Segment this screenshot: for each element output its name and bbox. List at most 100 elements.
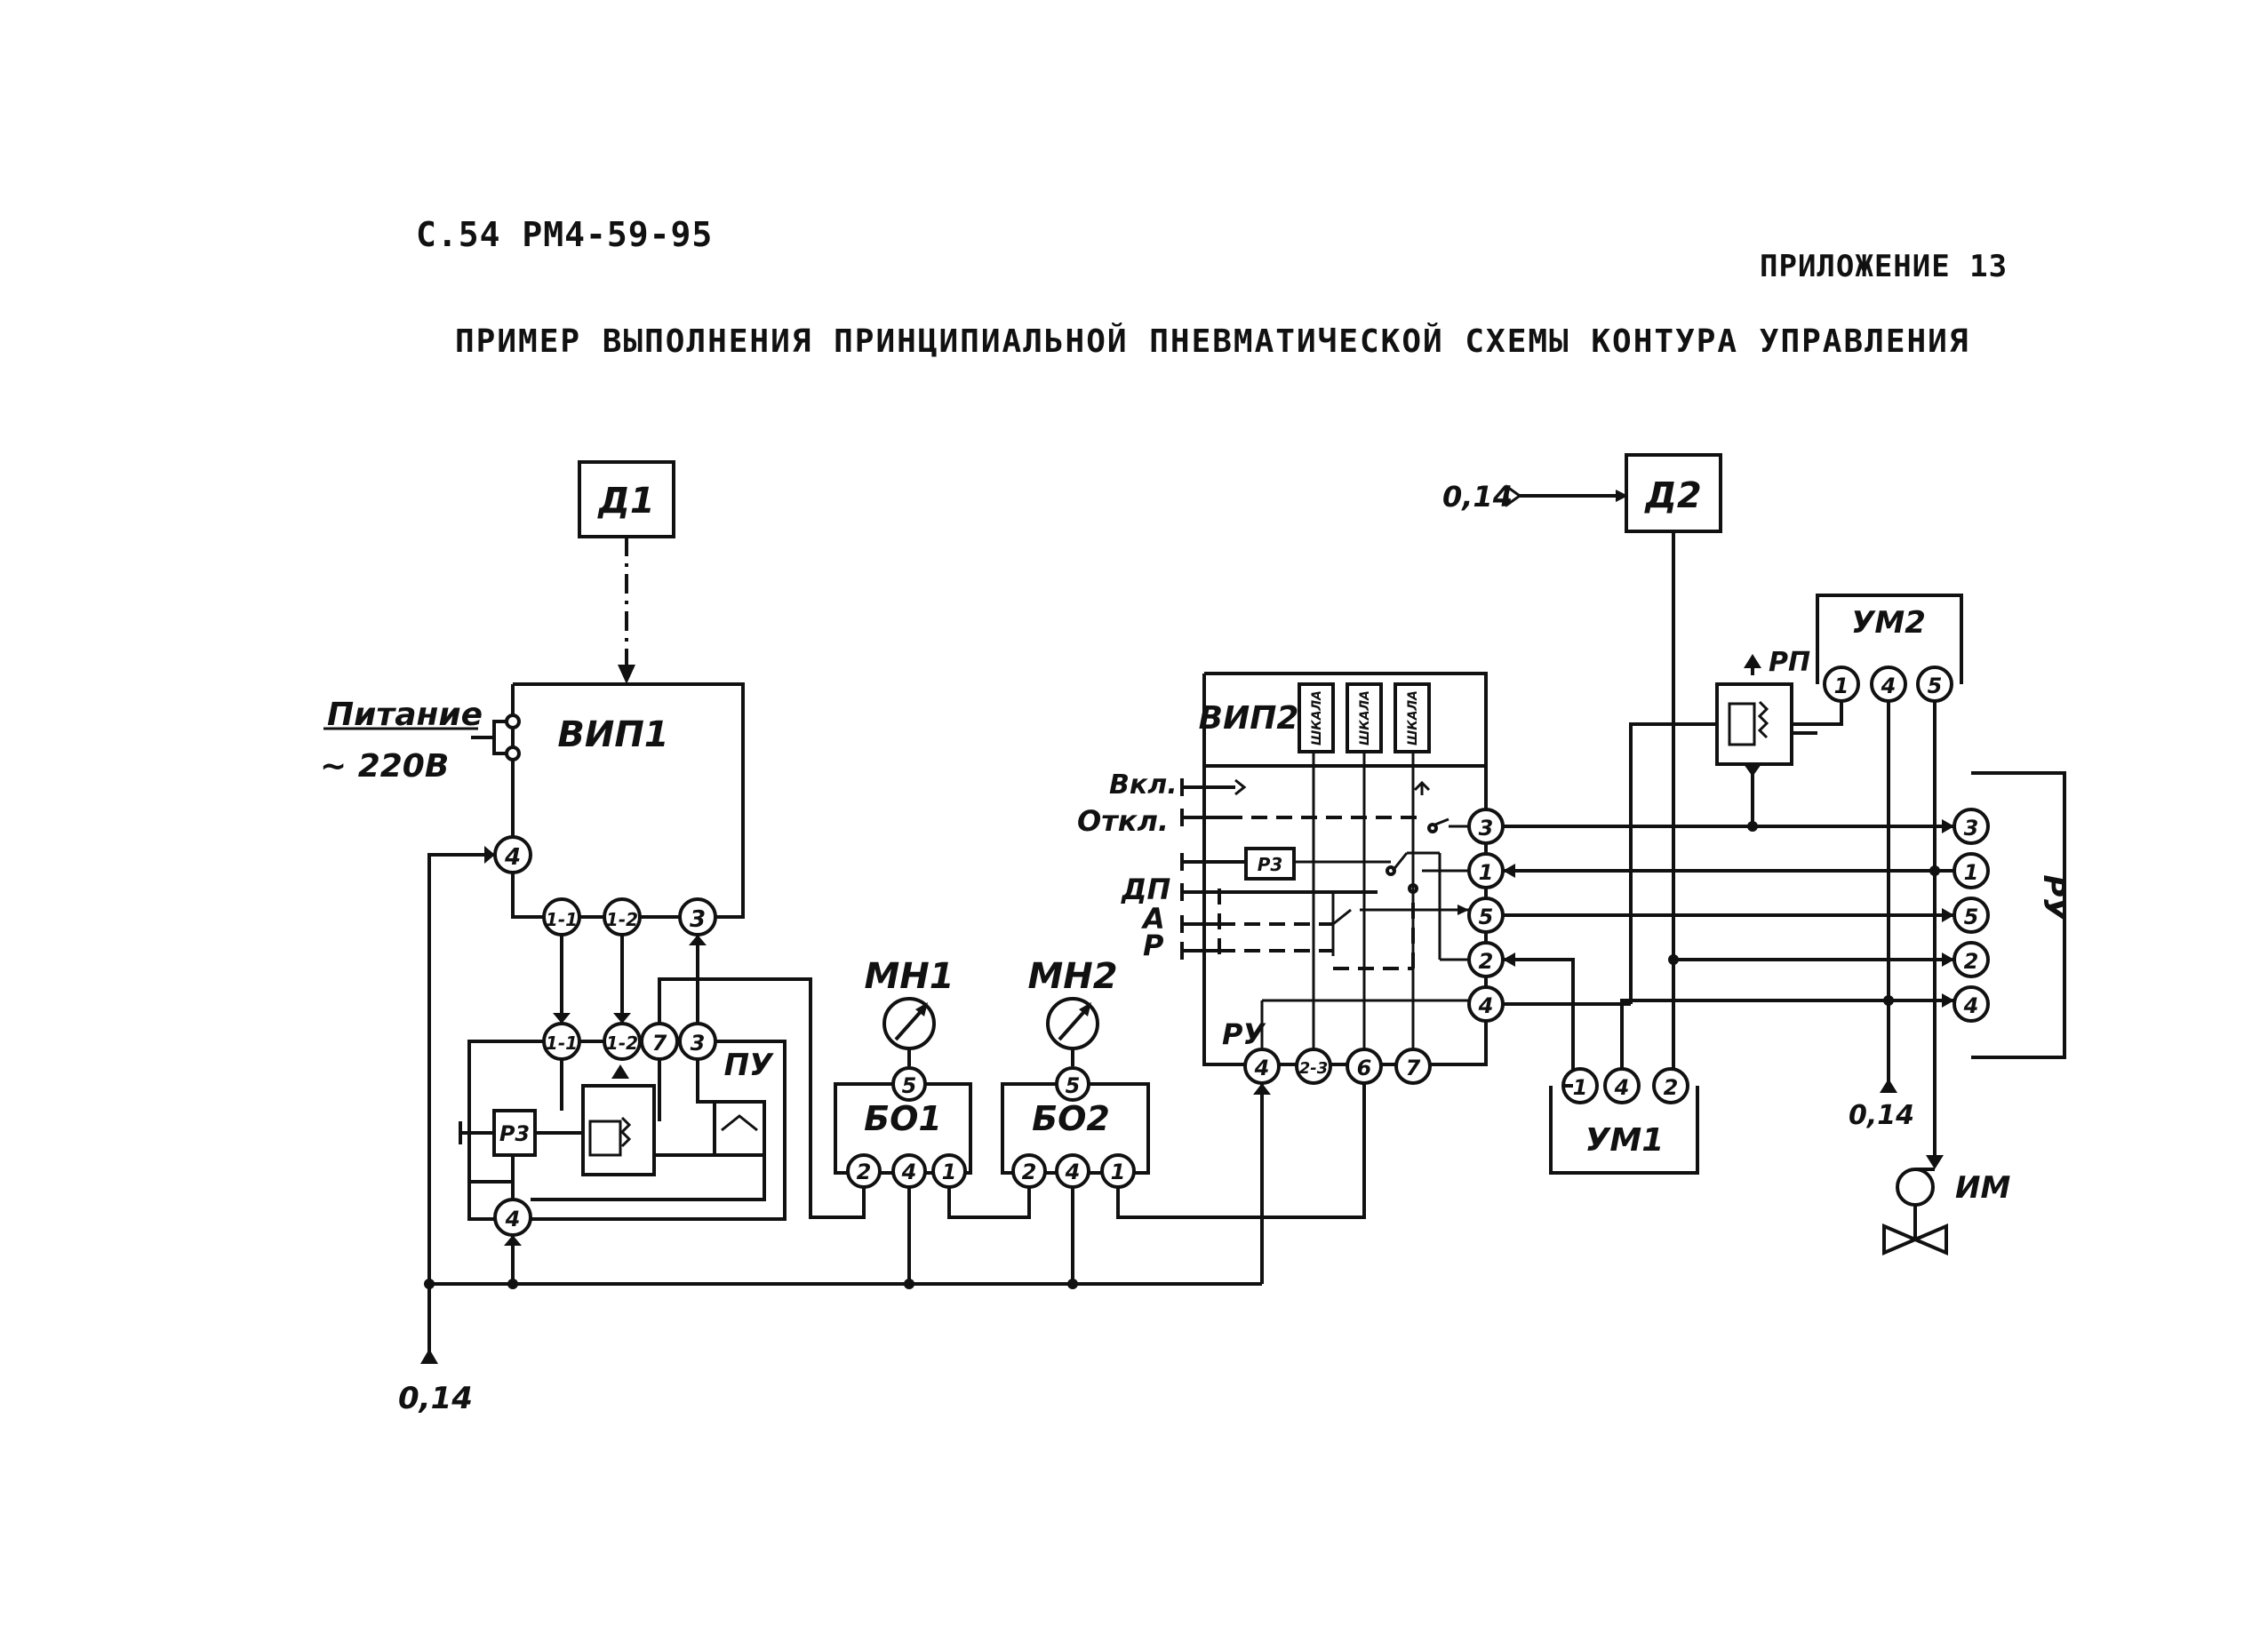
ru-vip2-label: РУ [1222,1017,1266,1051]
svg-text:4: 4 [901,1160,917,1184]
vip1-port-4: 4 [493,835,532,874]
svg-text:1-1: 1-1 [546,1032,578,1054]
relay-r3-vip2: Р3 [1244,847,1296,881]
supply-left-label: 0,14 [398,1381,473,1416]
bo1-port-2: 2 [846,1153,882,1189]
rp-relay: РП [1715,647,1810,766]
bo2-port-2: 2 [1011,1153,1047,1189]
svg-text:6: 6 [1357,1056,1372,1080]
bo1-port-1: 1 [931,1153,967,1189]
voltage-label: ~ 220В [320,748,449,785]
svg-text:1: 1 [1964,860,1979,885]
um1-port-4: 4 [1603,1067,1641,1104]
um2-label: УМ2 [1851,605,1926,641]
um1-block: УМ1 [1549,1086,1699,1175]
supply-right-label: 0,14 [1849,1100,1914,1131]
ru-port-4: 4 [1953,985,1990,1023]
svg-text:1-2: 1-2 [606,1032,638,1054]
vip2-port-3: 3 [1467,808,1505,845]
svg-text:4: 4 [1614,1075,1630,1100]
svg-text:2: 2 [1479,949,1494,974]
svg-text:5: 5 [902,1073,917,1098]
svg-text:3: 3 [1964,816,1979,841]
bo1-port-4: 4 [891,1153,927,1189]
switch-valve [581,1064,656,1176]
vip1-port-1-2: 1-2 [603,897,642,937]
im-label: ИМ [1955,1170,2010,1206]
on-label: Вкл. [1109,769,1178,801]
pu-selector [713,1100,766,1157]
svg-text:1: 1 [1834,674,1849,698]
svg-text:ШКАЛА: ШКАЛА [1358,690,1372,745]
svg-text:4: 4 [1478,993,1494,1018]
svg-text:1-1: 1-1 [546,909,578,930]
svg-text:1: 1 [1479,860,1494,885]
vip2-port-b4: 4 [1243,1048,1281,1085]
um1-port-1: 1 [1561,1067,1599,1104]
svg-text:5: 5 [1964,905,1979,929]
page-code: С.54 РМ4-59-95 [416,215,714,254]
pu-port-1-1: 1-1 [542,1022,581,1061]
gauge-mn2: МН2 [1027,956,1118,1050]
svg-text:1-2: 1-2 [606,909,638,930]
ru-port-3: 3 [1953,808,1990,845]
r-label: Р [1143,929,1164,962]
vip2-port-b2-3: 2-3 [1295,1048,1332,1085]
svg-text:2-3: 2-3 [1299,1059,1329,1078]
svg-text:1: 1 [942,1160,957,1184]
svg-text:3: 3 [691,1031,706,1056]
um2-port-1: 1 [1823,666,1860,703]
vip2-port-5: 5 [1467,897,1505,934]
svg-text:4: 4 [1065,1160,1081,1184]
vip1-port-1-1: 1-1 [542,897,581,937]
d1-label: Д1 [596,481,654,522]
svg-text:4: 4 [1963,993,1979,1018]
um2-port-4: 4 [1870,666,1907,703]
svg-text:2: 2 [857,1160,872,1184]
svg-text:Р3: Р3 [1258,854,1283,875]
svg-text:4: 4 [504,844,521,871]
rp-label: РП [1769,647,1810,678]
vip1-block: ВИП1 [511,682,745,919]
vip2-port-2: 2 [1467,941,1505,978]
svg-text:3: 3 [1479,816,1494,841]
pu-port-7: 7 [640,1022,679,1061]
ru-port-2: 2 [1953,941,1990,978]
ru-port-5: 5 [1953,897,1990,934]
dp-label: ДП [1121,873,1171,906]
svg-text:2: 2 [1964,949,1979,974]
pu-port-3: 3 [678,1022,717,1061]
d2-sensor: Д2 [1625,453,1722,533]
im-actuator: ИМ [1882,1168,2010,1256]
svg-text:1: 1 [1111,1160,1126,1184]
bo1-label: БО1 [864,1099,942,1138]
off-label: Откл. [1077,804,1169,838]
power-connector: Питание ~ 220В [320,697,521,785]
vip1-label: ВИП1 [557,714,668,755]
vip2-port-b7: 7 [1394,1048,1432,1085]
a-label: А [1140,902,1165,936]
pu-label: ПУ [724,1048,774,1083]
um1-label: УМ1 [1585,1122,1665,1159]
svg-text:3: 3 [690,906,706,933]
svg-text:7: 7 [652,1031,667,1056]
gauge-scale-b: ШКАЛА [1346,682,1383,753]
ru-label: РУ [2036,874,2072,921]
appendix-label: ПРИЛОЖЕНИЕ 13 [1760,249,2008,284]
supply-d2-label: 0,14 [1442,480,1513,514]
ru-port-1: 1 [1953,852,1990,889]
power-label: Питание [327,697,483,733]
svg-text:ШКАЛА: ШКАЛА [1406,690,1420,745]
pu-port-4: 4 [493,1198,532,1237]
vip1-port-3: 3 [678,897,717,937]
svg-text:4: 4 [505,1207,521,1231]
svg-text:Р3: Р3 [499,1121,530,1146]
svg-text:7: 7 [1406,1056,1421,1080]
bo2-port-4: 4 [1055,1153,1090,1189]
svg-text:4: 4 [1881,674,1897,698]
d1-sensor: Д1 [578,460,675,538]
svg-text:2: 2 [1022,1160,1037,1184]
bo2-label: БО2 [1032,1099,1110,1138]
document-title: ПРИМЕР ВЫПОЛНЕНИЯ ПРИНЦИПИАЛЬНОЙ ПНЕВМАТ… [455,323,1970,360]
